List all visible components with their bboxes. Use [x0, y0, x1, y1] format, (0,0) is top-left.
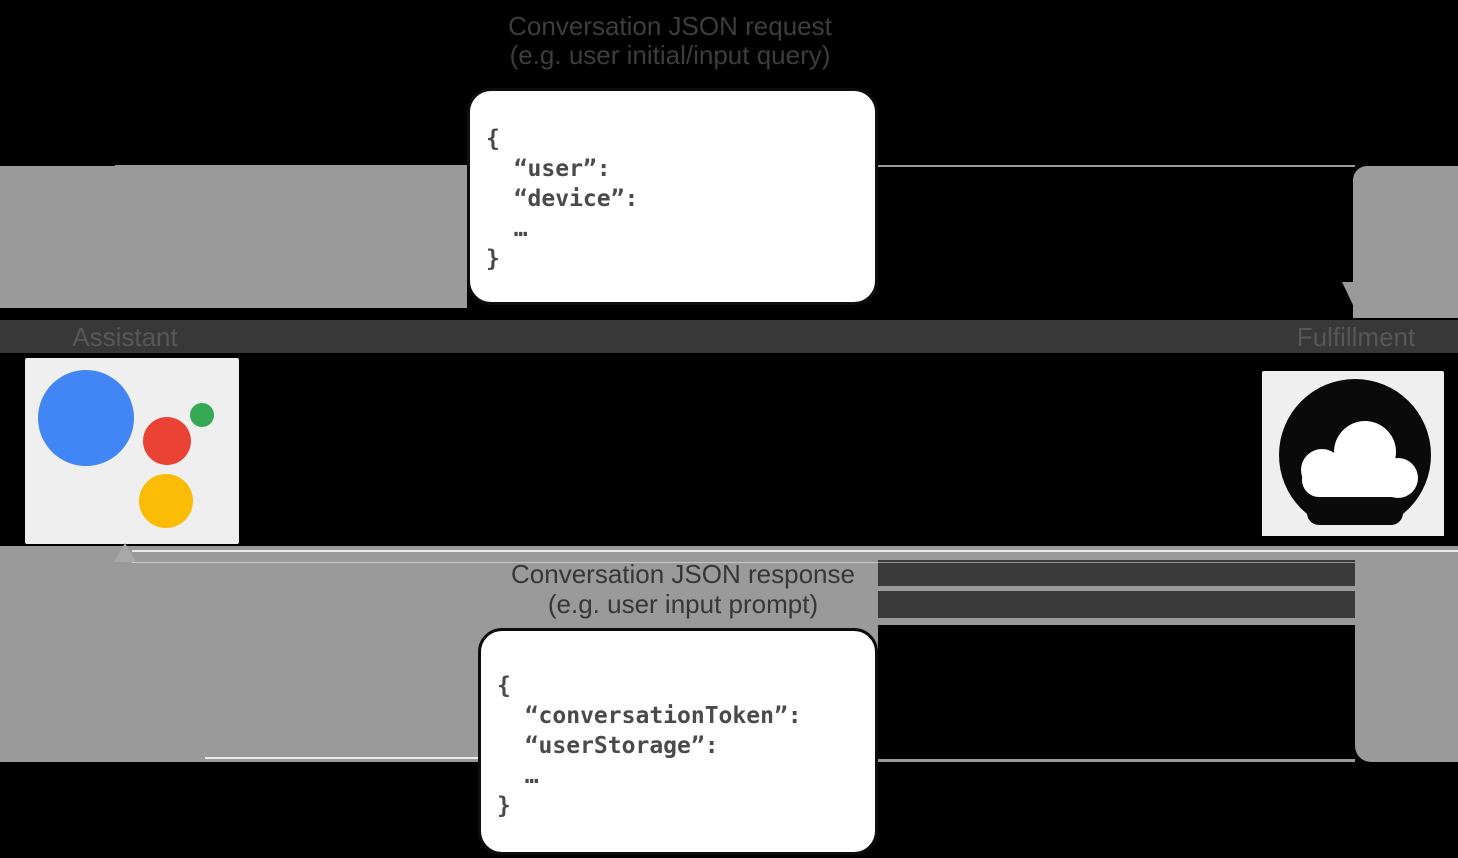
- assistant-logo-icon: [25, 358, 239, 544]
- response-label-line1: Conversation JSON response: [511, 559, 855, 589]
- arrow-up-icon: [114, 543, 136, 562]
- code-line: “user”:: [486, 156, 611, 182]
- request-label-line1: Conversation JSON request: [508, 11, 832, 41]
- request-arrow-band-left: [0, 166, 467, 308]
- code-line: “device”:: [486, 186, 639, 212]
- response-band-stripe: [878, 591, 1355, 618]
- response-json-box: { “conversationToken”: “userStorage”: … …: [478, 628, 878, 855]
- code-line: …: [497, 763, 539, 789]
- code-line: }: [497, 793, 511, 819]
- assistant-green-dot-icon: [190, 403, 214, 427]
- request-label-line2: (e.g. user initial/input query): [509, 40, 831, 70]
- code-line: …: [486, 216, 528, 242]
- code-line: “userStorage”:: [497, 733, 719, 759]
- assistant-blue-dot-icon: [38, 370, 134, 466]
- band-highlight-line: [132, 562, 1355, 563]
- assistant-yellow-dot-icon: [139, 474, 193, 528]
- actor-label-band: [0, 320, 1458, 353]
- response-band-stripe: [878, 560, 1355, 586]
- response-label-line2: (e.g. user input prompt): [547, 589, 819, 619]
- assistant-red-dot-icon: [143, 417, 191, 465]
- response-arrow-band-right: [1355, 546, 1458, 762]
- code-line: {: [497, 673, 511, 699]
- code-line: }: [486, 246, 500, 272]
- response-label: Conversation JSON response (e.g. user in…: [350, 559, 1016, 619]
- response-arrow-line: [878, 759, 1355, 762]
- band-highlight-line: [132, 550, 1458, 552]
- cloud-icon-svg: [1262, 379, 1444, 537]
- code-line: “conversationToken”:: [497, 703, 802, 729]
- arrow-down-icon: [1342, 282, 1364, 305]
- request-arrow-band-right: [1353, 166, 1458, 318]
- request-json-box: { “user”: “device”: … }: [467, 88, 878, 305]
- request-label: Conversation JSON request (e.g. user ini…: [300, 12, 1040, 70]
- cloud-icon: [1262, 371, 1444, 537]
- fulfillment-label: Fulfillment: [1296, 322, 1416, 352]
- code-line: {: [486, 126, 500, 152]
- assistant-label: Assistant: [72, 322, 178, 352]
